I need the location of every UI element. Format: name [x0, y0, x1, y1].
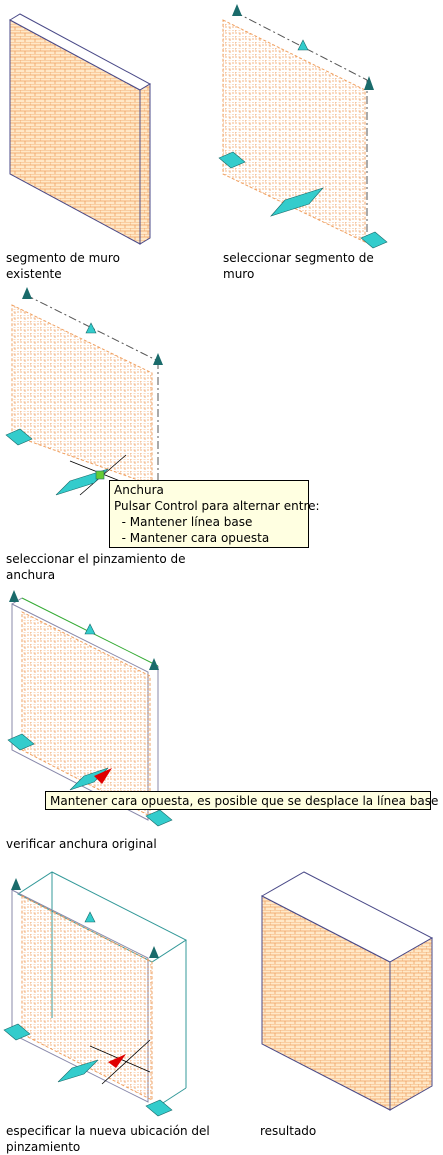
width-grip-hover[interactable] [95, 470, 105, 480]
height-grip[interactable] [85, 322, 97, 334]
wall-outline [11, 889, 149, 1103]
end-grip-top-left[interactable] [9, 590, 19, 602]
end-grip-top-right[interactable] [149, 946, 159, 958]
start-grip-left[interactable] [7, 733, 35, 751]
crosshair-v [101, 1039, 151, 1085]
panel-existing-wall: segmento de muro existente [0, 0, 200, 290]
caption-select-width-grip: seleccionar el pinzamiento de anchura [6, 552, 186, 582]
wall-drawing-new-location [3, 871, 188, 1117]
end-grip-top-left[interactable] [232, 4, 242, 16]
caption-result: resultado [260, 1124, 317, 1138]
width-grip[interactable] [270, 187, 324, 217]
active-width-grip[interactable] [94, 768, 112, 784]
active-width-grip[interactable] [108, 1054, 126, 1068]
end-grip-top-right[interactable] [149, 658, 159, 670]
width-grip[interactable] [55, 468, 109, 496]
caption-existing-wall: segmento de muro existente [6, 251, 120, 281]
wall-side-face [389, 937, 433, 1111]
end-grip-top-left[interactable] [22, 287, 32, 299]
panel-result: resultado [250, 868, 443, 1153]
tooltip-line1: Pulsar Control para alternar entre: [114, 499, 320, 513]
wall-outline [11, 603, 149, 821]
end-grip-top-left[interactable] [11, 878, 21, 890]
start-grip-bottom-right[interactable] [145, 1099, 173, 1117]
width-grip[interactable] [69, 767, 109, 791]
tooltip-line3: - Mantener cara opuesta [114, 531, 270, 545]
end-grip-top-right[interactable] [364, 76, 374, 90]
wall-selected-face [222, 19, 366, 243]
caption-verify-width: verificar anchura original [6, 837, 157, 851]
panel-select-width-grip: Anchura Pulsar Control para alternar ent… [0, 285, 320, 585]
tooltip-line2: - Mantener línea base [114, 515, 253, 529]
height-grip[interactable] [297, 39, 309, 51]
panel-new-location: especificar la nueva ubicación del pinza… [0, 868, 240, 1154]
start-grip-bottom-right[interactable] [145, 809, 173, 827]
start-grip-left[interactable] [3, 1023, 31, 1041]
height-grip[interactable] [84, 911, 96, 923]
wall-drawing-result [260, 871, 434, 1111]
wall-drawing-existing [8, 13, 152, 245]
wall-selected-face [21, 895, 153, 1101]
wall-drawing-verify [7, 590, 173, 827]
wall-drawing-selected [218, 4, 388, 249]
wall-drawing-width-grip [5, 287, 163, 496]
tooltip-width-grip: Anchura Pulsar Control para alternar ent… [109, 480, 320, 548]
wall-selected-face [11, 304, 153, 486]
wall-selected-face [21, 611, 151, 817]
start-grip-left[interactable] [218, 151, 246, 169]
height-grip[interactable] [84, 623, 96, 635]
caption-new-location: especificar la nueva ubicación del pinza… [6, 1124, 210, 1154]
panel-verify-width: Mantener cara opuesta, es posible que se… [0, 590, 443, 860]
width-grip[interactable] [57, 1059, 99, 1083]
wall-side-face [139, 83, 151, 245]
baseline-top [234, 11, 368, 81]
start-grip-left[interactable] [5, 428, 33, 446]
caption-select-wall: seleccionar segmento de muro [223, 251, 374, 281]
panel-select-wall: seleccionar segmento de muro [215, 0, 440, 290]
tooltip-keep-opposite: Mantener cara opuesta, es posible que se… [45, 791, 438, 810]
start-grip-bottom-right[interactable] [360, 231, 388, 249]
tooltip-title: Anchura [114, 483, 164, 497]
end-grip-top-right[interactable] [153, 353, 163, 365]
